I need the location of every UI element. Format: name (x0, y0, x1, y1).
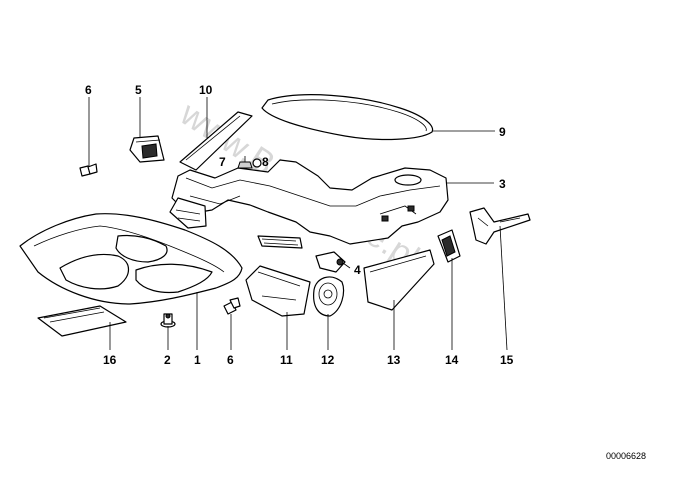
callout-4: 4 (354, 263, 361, 277)
part-9-shelf-panel (261, 94, 434, 141)
part-13-side-panel (363, 249, 435, 311)
part-11-side-cover (245, 265, 311, 317)
part-4-bracket (315, 251, 346, 273)
leader-lines (88, 97, 508, 351)
part-1-floor-carpet (19, 213, 243, 305)
callout-3: 3 (499, 177, 506, 191)
callout-9: 9 (499, 125, 506, 139)
callout-8: 8 (262, 155, 269, 169)
part-7-clip (237, 156, 253, 169)
part-6-screw-top (79, 163, 98, 177)
part-10-trim-strip (179, 111, 253, 171)
callout-10: 10 (199, 83, 213, 97)
callout-6-top: 6 (85, 83, 92, 97)
document-id: 00006628 (606, 451, 646, 461)
callout-14: 14 (445, 353, 459, 367)
callout-1: 1 (194, 353, 201, 367)
part-14-cover (437, 229, 461, 263)
part-8-nut (252, 158, 262, 168)
callout-6-bottom: 6 (227, 353, 234, 367)
part-5-clip (129, 135, 165, 163)
callout-15: 15 (500, 353, 514, 367)
callout-13: 13 (387, 353, 401, 367)
part-12-socket (313, 276, 345, 317)
part-6-screw-bottom (223, 297, 241, 315)
part-16-mat (37, 305, 127, 337)
callout-11: 11 (280, 353, 293, 367)
callout-16: 16 (103, 353, 117, 367)
callout-7: 7 (219, 155, 226, 169)
callout-12: 12 (321, 353, 335, 367)
callout-5: 5 (135, 83, 142, 97)
part-3-rear-panel (169, 159, 449, 249)
part-2-rivet (160, 313, 176, 328)
callout-2: 2 (164, 353, 171, 367)
